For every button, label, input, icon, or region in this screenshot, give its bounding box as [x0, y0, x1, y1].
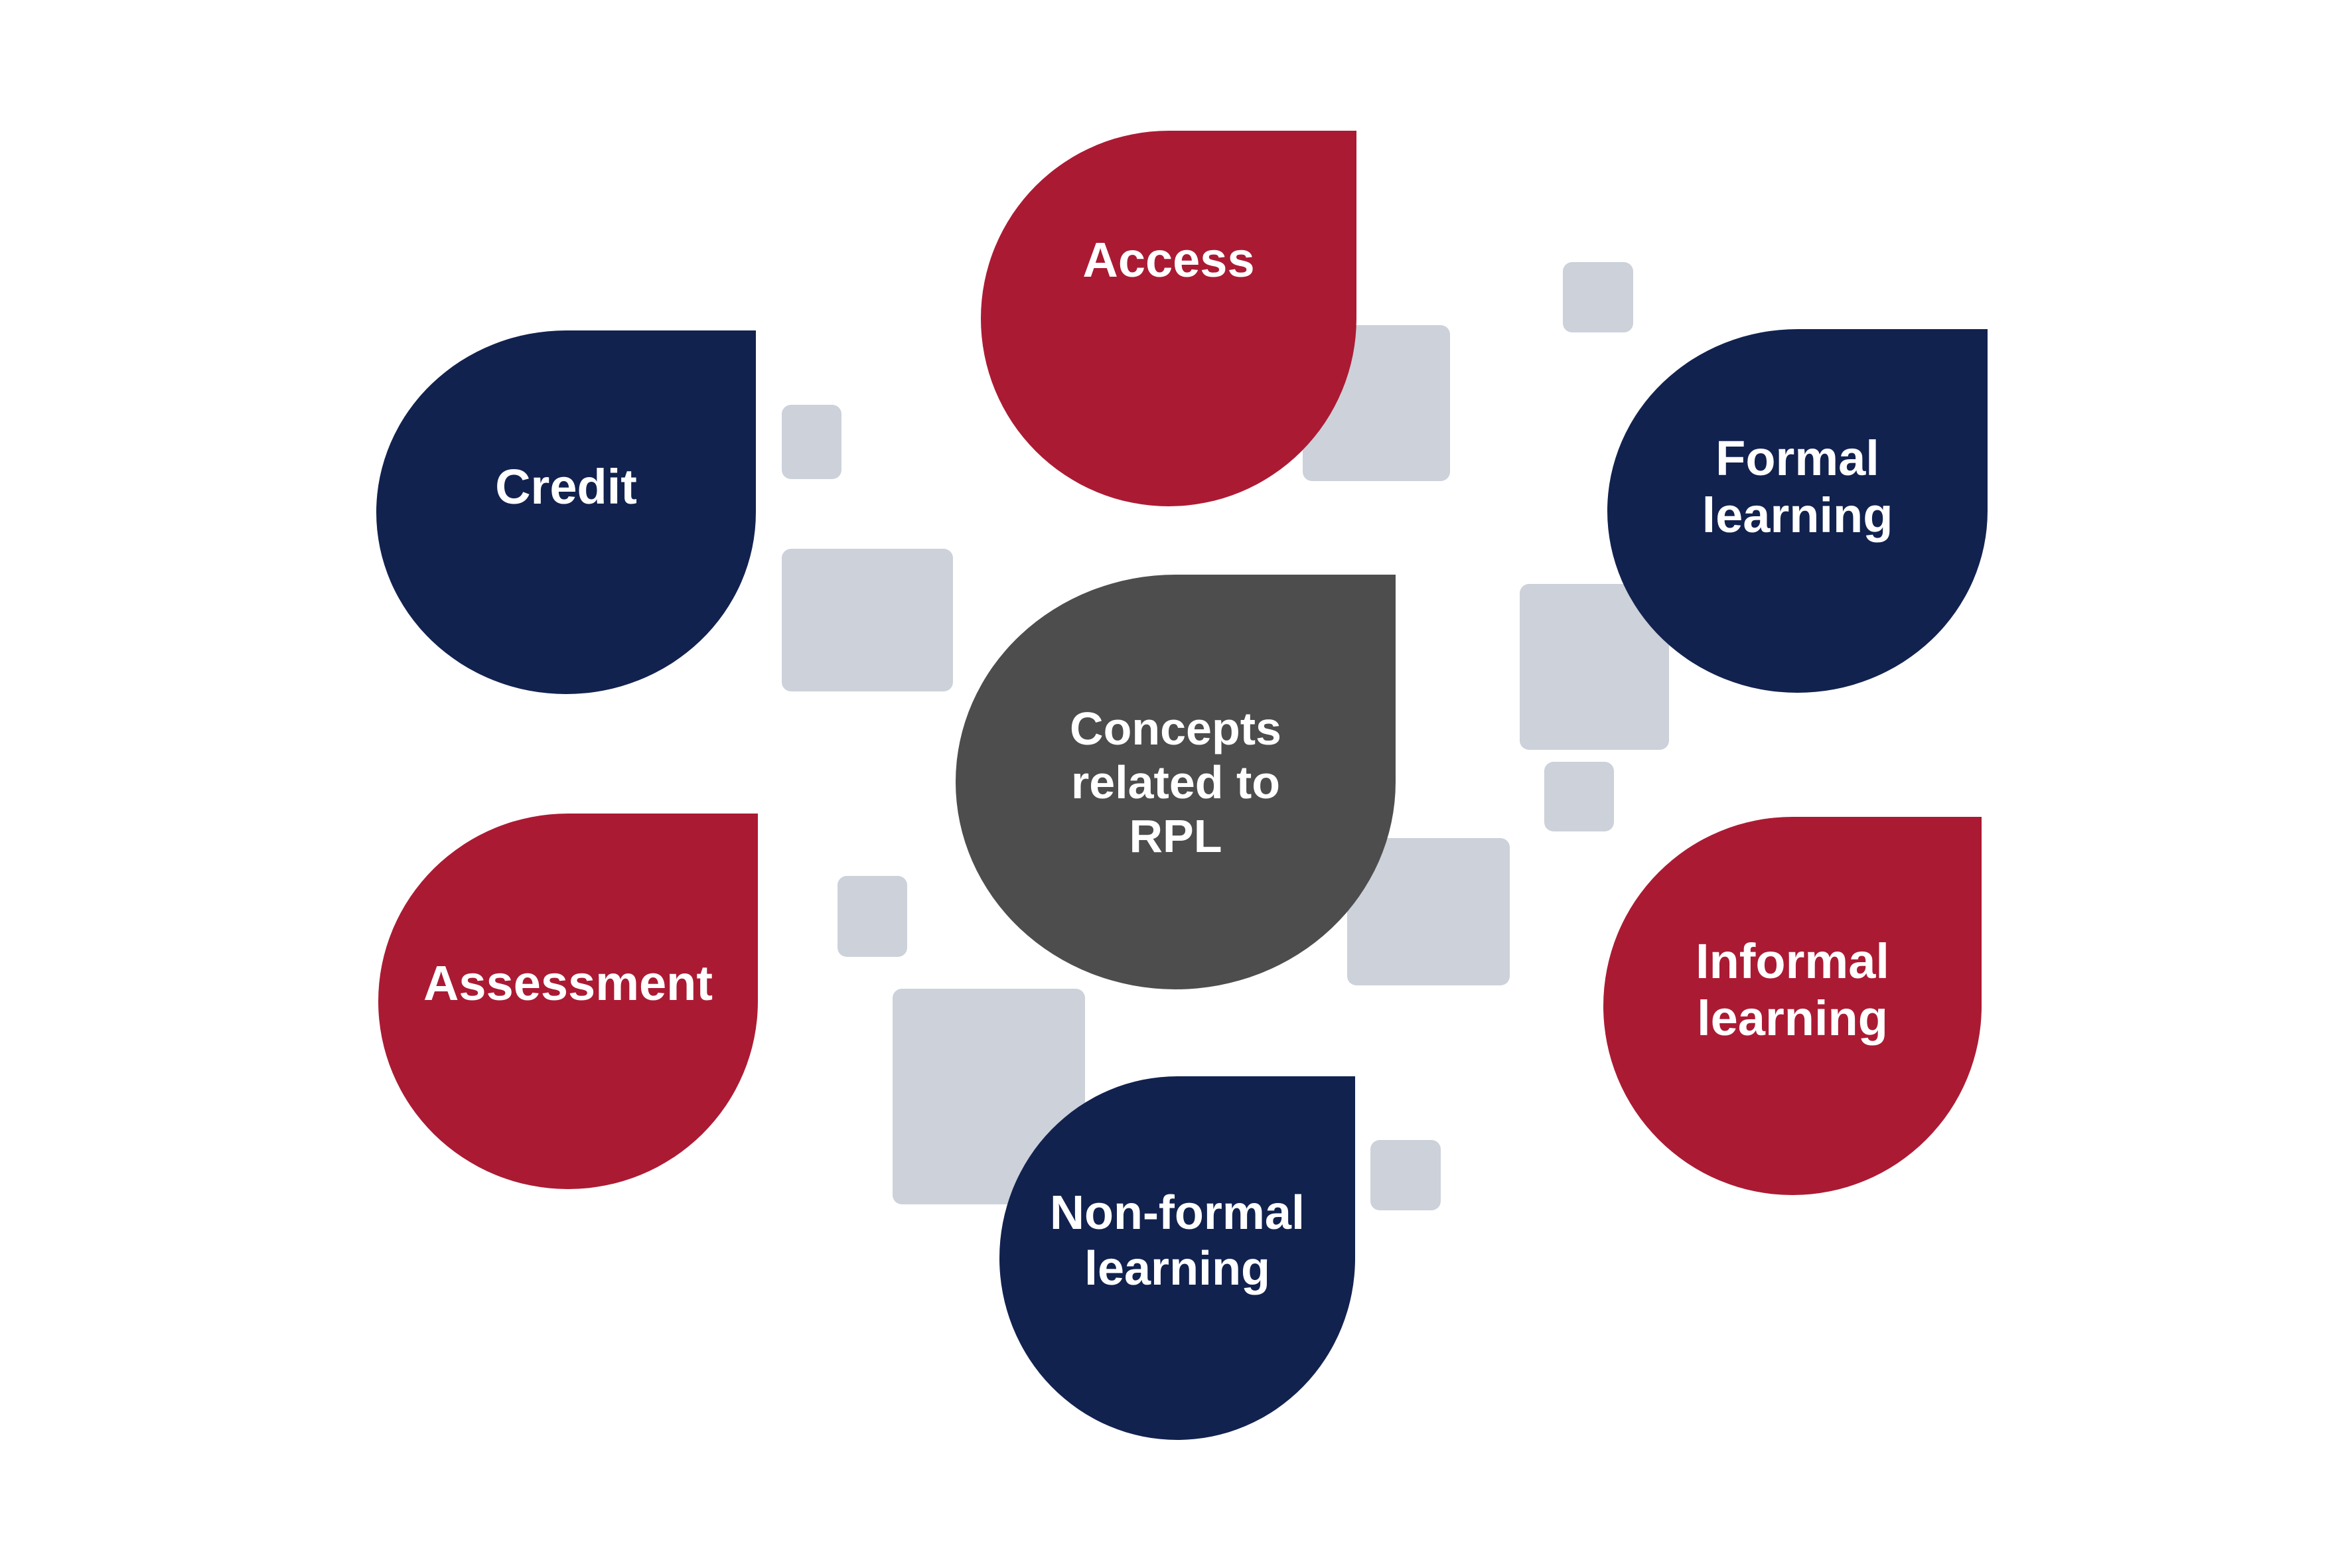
decor-square — [1370, 1140, 1441, 1210]
node-assessment[interactable]: Assessment — [378, 814, 758, 1189]
node-credit[interactable]: Credit — [376, 330, 756, 694]
decor-square — [1563, 262, 1633, 332]
node-access-label: Access — [1082, 232, 1255, 287]
decor-square — [782, 549, 953, 691]
node-access[interactable]: Access — [981, 131, 1356, 506]
node-credit-label: Credit — [495, 459, 637, 514]
decor-square — [782, 405, 841, 479]
node-assessment-label: Assessment — [423, 956, 713, 1011]
decor-square — [1544, 762, 1614, 831]
decor-square — [837, 876, 907, 957]
